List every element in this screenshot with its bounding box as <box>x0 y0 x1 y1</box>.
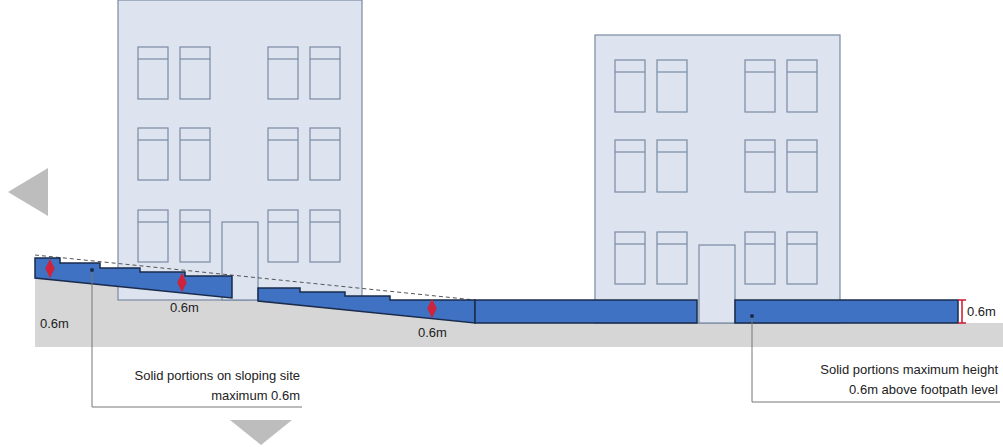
dimension-label: 0.6m <box>40 316 69 332</box>
leader-dot <box>90 268 94 272</box>
window <box>787 60 817 112</box>
window <box>745 140 775 192</box>
left-building <box>118 0 362 300</box>
window <box>310 47 340 99</box>
window <box>657 60 687 112</box>
nav-arrow <box>230 420 292 445</box>
window <box>268 210 298 262</box>
callout-note: Solid portions maximum height 0.6m above… <box>798 360 998 400</box>
nav-arrow <box>8 168 48 216</box>
dimension-label: 0.6m <box>967 304 996 320</box>
slope-guide <box>35 255 475 300</box>
window <box>657 140 687 192</box>
solid-wall-portions <box>35 258 958 323</box>
window <box>268 47 298 99</box>
window <box>615 140 645 192</box>
window <box>268 128 298 180</box>
window <box>787 232 817 284</box>
window <box>138 128 168 180</box>
window <box>615 60 645 112</box>
window <box>657 232 687 284</box>
window <box>310 210 340 262</box>
window <box>180 128 210 180</box>
dimension-label: 0.6m <box>170 300 199 316</box>
window <box>180 210 210 262</box>
window <box>138 47 168 99</box>
leader-line <box>92 270 1000 407</box>
window <box>310 128 340 180</box>
window <box>615 232 645 284</box>
callout-note: Solid portions on sloping site maximum 0… <box>105 366 300 406</box>
height-dimension <box>50 260 966 323</box>
window <box>138 210 168 262</box>
leader-dot <box>750 314 754 318</box>
window <box>745 60 775 112</box>
window <box>180 47 210 99</box>
window <box>745 232 775 284</box>
right-building <box>595 35 840 323</box>
window <box>787 140 817 192</box>
dimension-label: 0.6m <box>418 325 447 341</box>
